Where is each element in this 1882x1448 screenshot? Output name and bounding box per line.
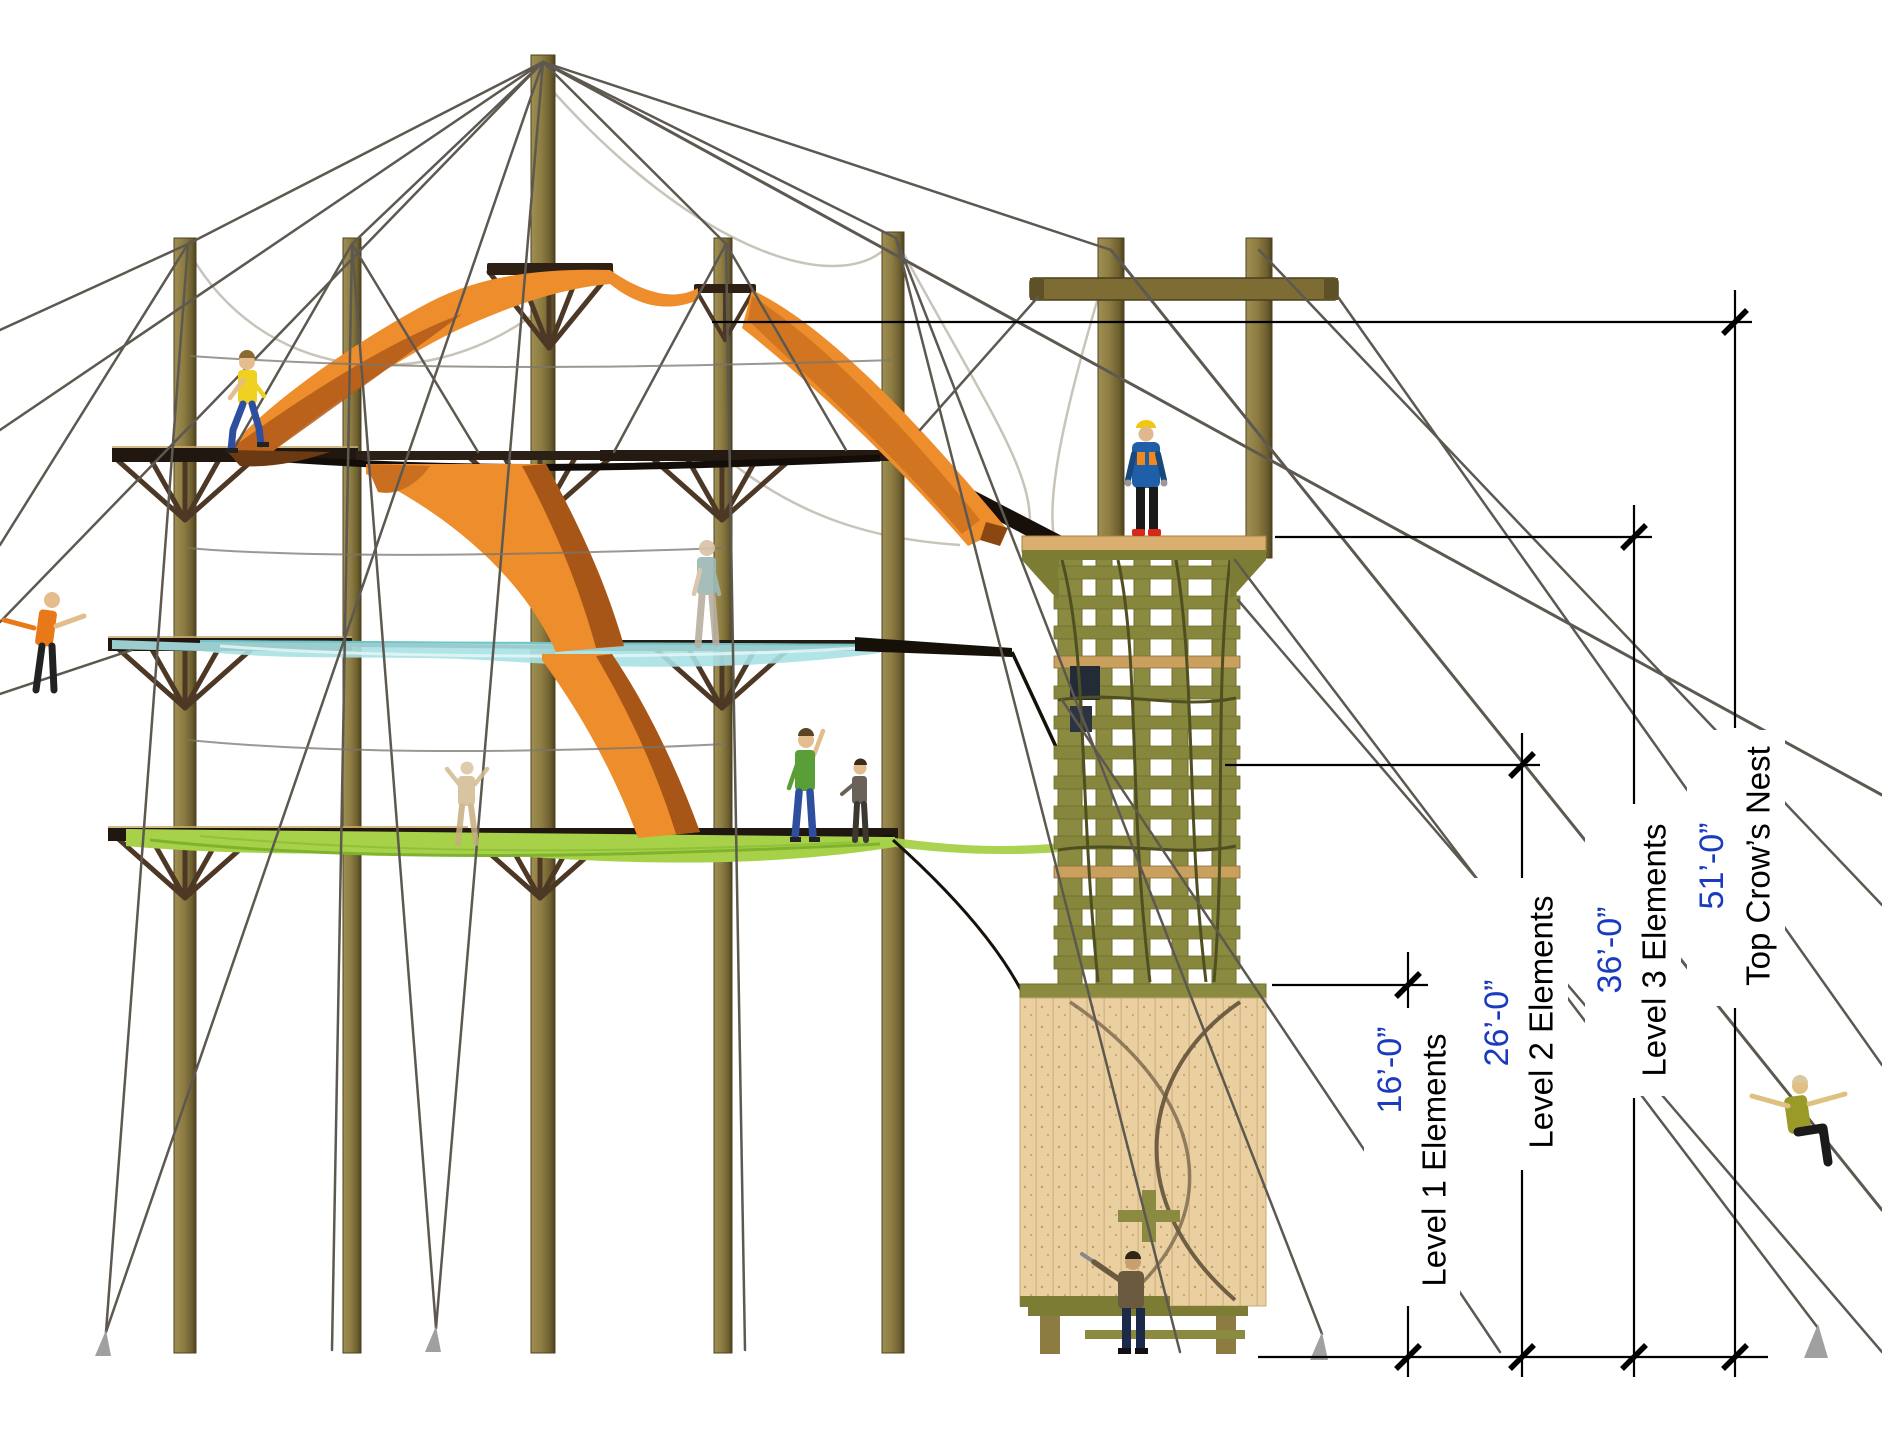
ground-anchor bbox=[95, 1330, 111, 1356]
figure-tower-worker bbox=[1124, 420, 1168, 536]
dim-value-crows-nest: 51’-0” bbox=[1693, 823, 1731, 910]
ground-anchor bbox=[1310, 1332, 1328, 1360]
dim-value-level1: 16’-0” bbox=[1371, 1027, 1409, 1114]
brace-fan bbox=[112, 643, 258, 711]
poles bbox=[173, 54, 905, 1354]
figure-green-waver bbox=[786, 728, 826, 842]
ground-anchor bbox=[425, 1326, 441, 1352]
tower bbox=[1019, 237, 1339, 1354]
dim-label-level2: Level 2 Elements bbox=[1523, 895, 1560, 1148]
figure-tan-child bbox=[444, 761, 490, 846]
figure-orange-traverser bbox=[1, 592, 87, 694]
dim-label-crows-nest: Top Crow’s Nest bbox=[1740, 746, 1777, 986]
dim-ticks bbox=[1394, 308, 1749, 1371]
green-netting bbox=[126, 829, 895, 863]
guy-wires bbox=[0, 60, 1882, 1354]
pole-3-center bbox=[530, 54, 556, 1354]
figure-zipline-rider bbox=[1749, 1075, 1848, 1167]
crows-nest-beam bbox=[1029, 277, 1339, 301]
pole-1 bbox=[173, 237, 197, 1354]
dimension-labels: 16’-0” Level 1 Elements 26’-0” Level 2 E… bbox=[1371, 746, 1777, 1286]
climbing-wall bbox=[1019, 983, 1267, 1307]
dim-label-level1: Level 1 Elements bbox=[1416, 1033, 1453, 1286]
brace-fan bbox=[112, 455, 258, 523]
tower-top-platform bbox=[1021, 535, 1267, 600]
pole-2 bbox=[342, 237, 362, 1354]
figure-teal-walker bbox=[691, 540, 722, 649]
ground-anchors bbox=[95, 1324, 1828, 1360]
slack-ropes bbox=[186, 79, 1113, 557]
dim-label-level3: Level 3 Elements bbox=[1636, 823, 1673, 1076]
tower-lattice bbox=[1053, 555, 1241, 986]
dim-value-level2: 26’-0” bbox=[1478, 980, 1516, 1067]
figure-yellow-walker bbox=[226, 350, 269, 454]
figure-child bbox=[840, 758, 869, 843]
platform-level-1 bbox=[108, 826, 1062, 993]
figure-base-climber bbox=[1080, 1251, 1148, 1354]
dim-value-level3: 36’-0” bbox=[1591, 907, 1629, 994]
dimension-annotations: 16’-0” Level 1 Elements 26’-0” Level 2 E… bbox=[712, 290, 1785, 1377]
ground-anchor bbox=[1804, 1324, 1828, 1358]
figures bbox=[1, 350, 1848, 1354]
sail-top-sag bbox=[610, 270, 698, 307]
pole-5 bbox=[881, 231, 905, 1354]
platform-level-2 bbox=[108, 636, 1066, 765]
cyan-netting bbox=[200, 640, 880, 667]
sail-lower-drape bbox=[542, 654, 700, 838]
